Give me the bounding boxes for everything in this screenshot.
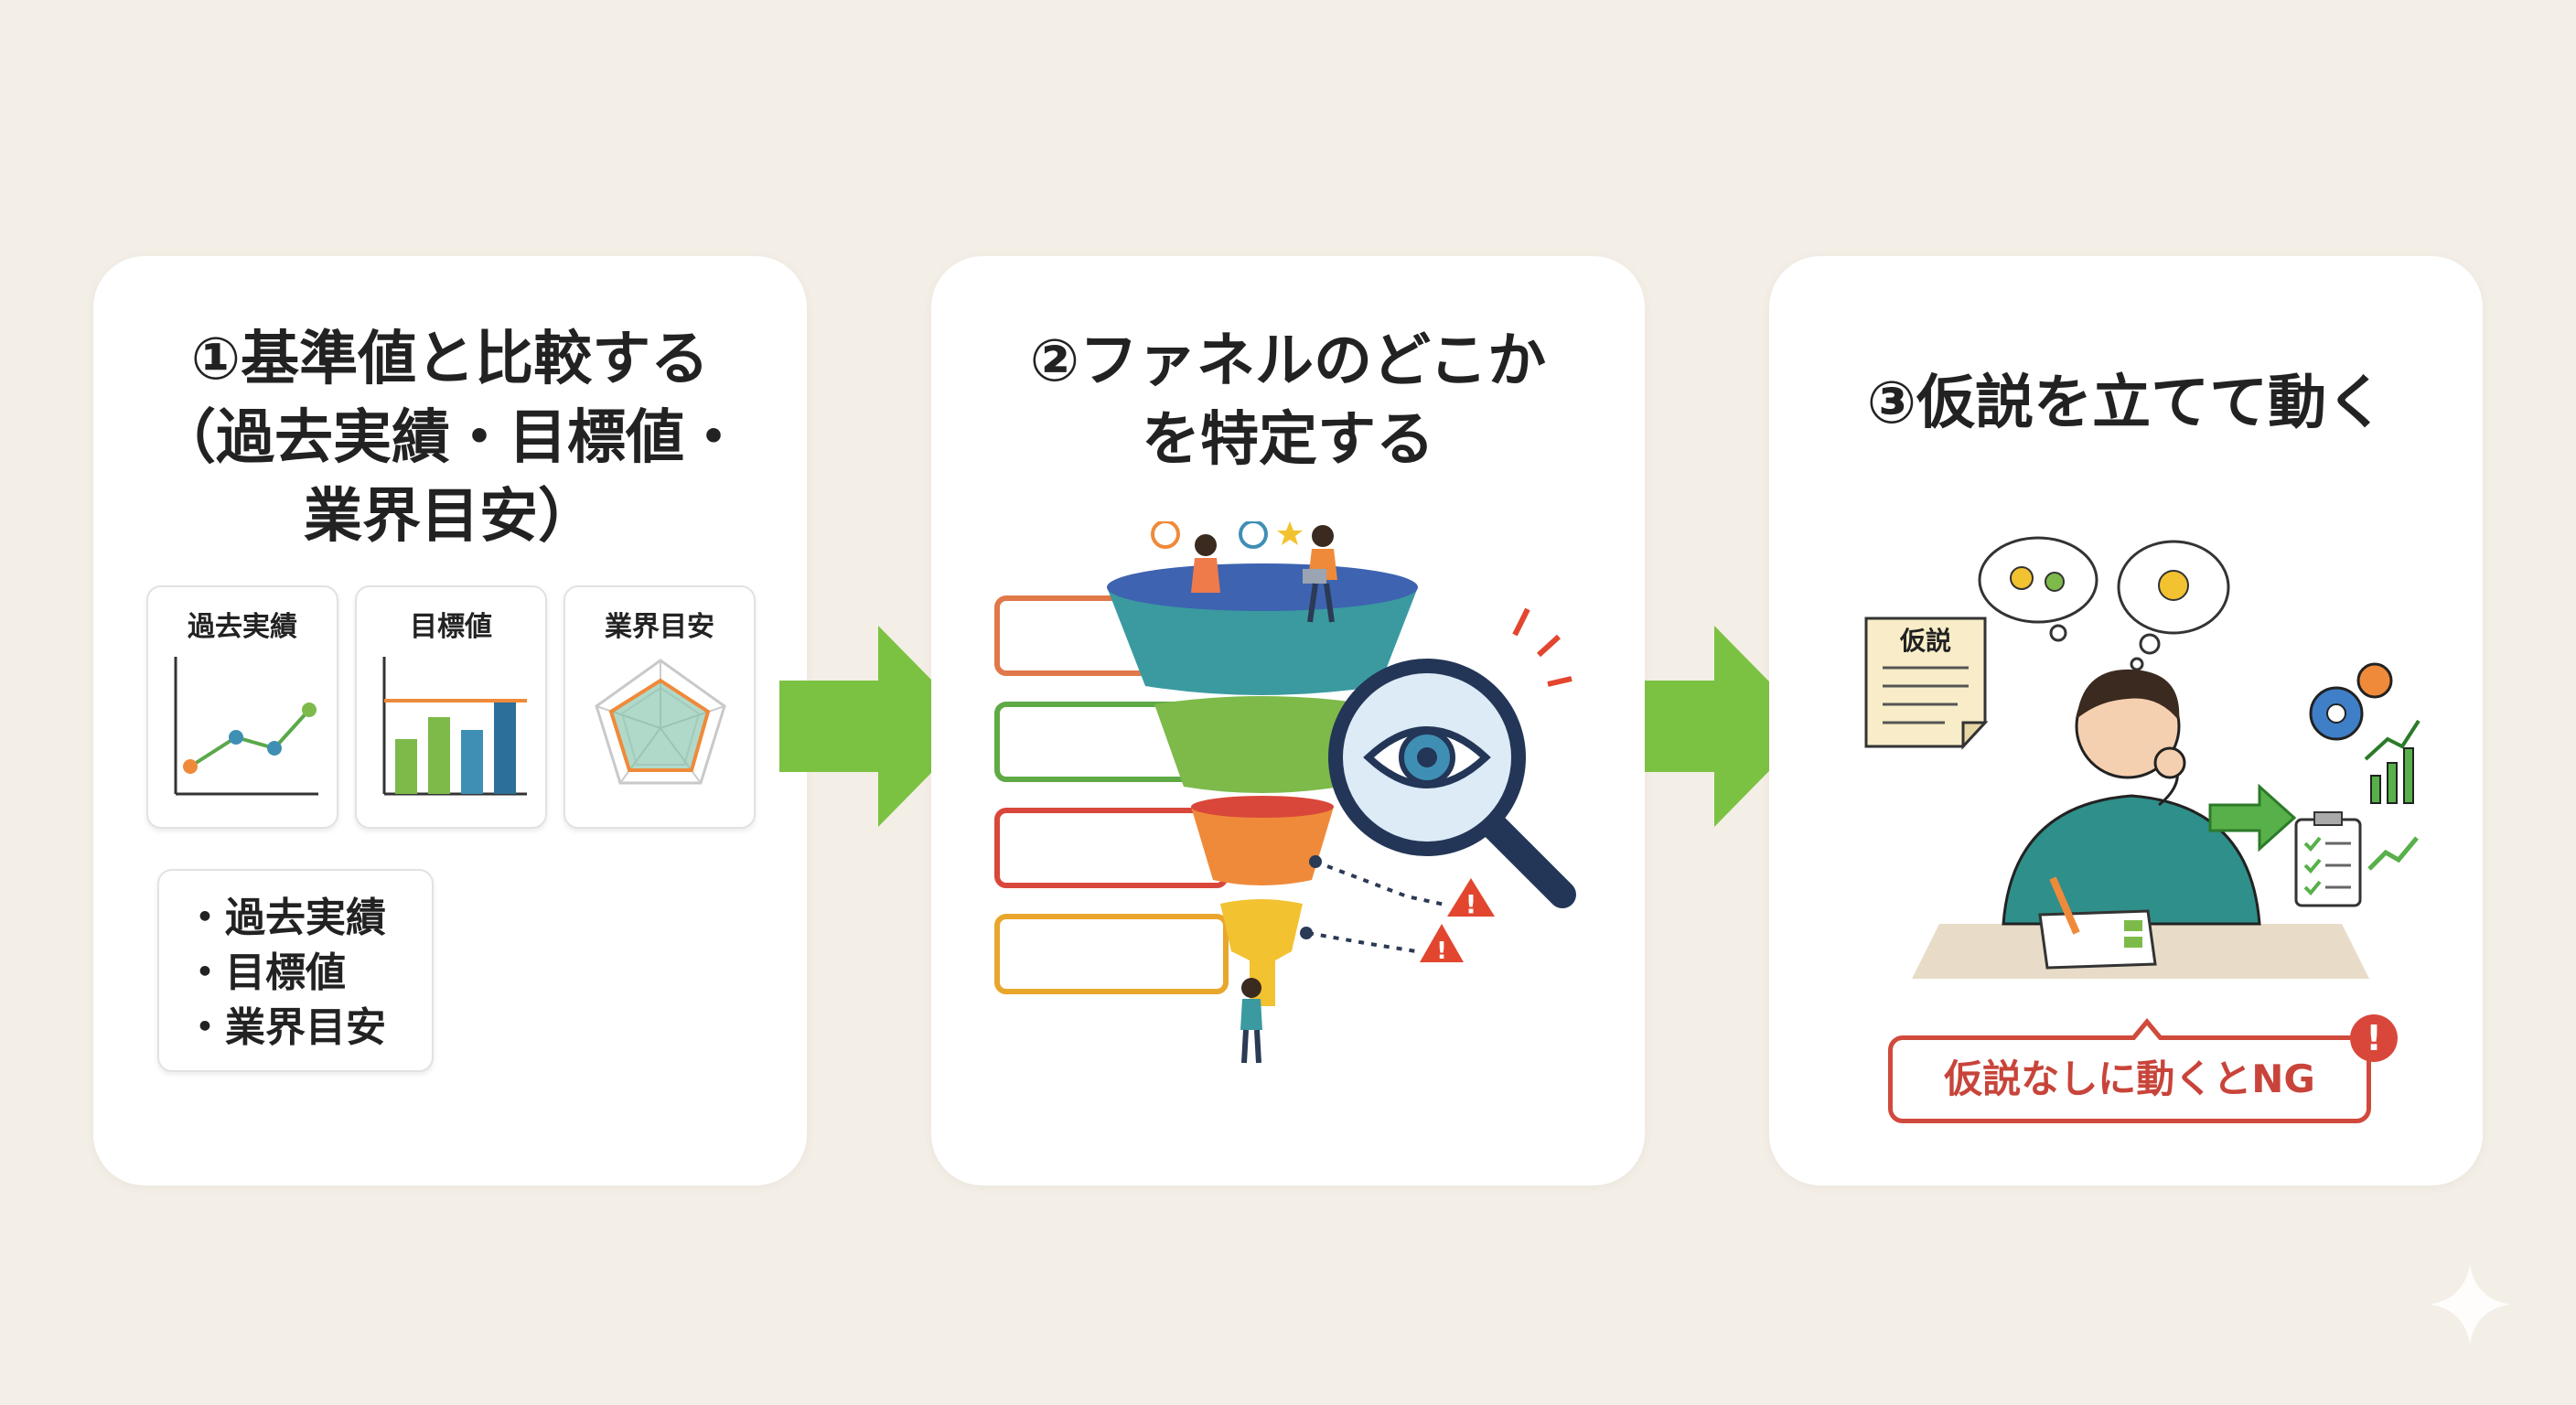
person-icon — [1241, 978, 1261, 998]
ng-warning-box: 仮説なしに動くとNG ! — [1888, 1014, 2398, 1123]
growth-chart-icon — [2370, 775, 2381, 804]
thinking-person-icon — [2002, 669, 2261, 926]
warning-icon — [1420, 924, 1464, 962]
next-arrow-icon — [779, 626, 977, 827]
list-item: ・目標値 — [185, 949, 346, 996]
target-panel: 目標値 — [355, 585, 547, 829]
document-label: 仮説 — [1899, 626, 1951, 656]
person-icon — [1312, 525, 1334, 547]
step1-title: ①基準値と比較する （過去実績・目標値・ 業界目安） — [93, 320, 807, 556]
ng-warning-text: 仮説なしに動くとNG — [1944, 1056, 2315, 1101]
thought-bubble-icon — [1978, 536, 2098, 624]
next-arrow-icon — [1615, 626, 1813, 827]
callout-tail-inner — [2133, 1025, 2161, 1042]
past-results-label: 過去実績 — [188, 611, 297, 643]
lightbulb-icon — [2158, 570, 2189, 601]
step1-card: ①基準値と比較する （過去実績・目標値・ 業界目安） 過去実績 目標値 業界目安 — [93, 256, 807, 1185]
list-item: ・業界目安 — [185, 1004, 386, 1051]
past-results-panel: 過去実績 — [146, 585, 338, 829]
list-item: ・過去実績 — [185, 895, 386, 941]
warning-icon — [1447, 878, 1495, 917]
alert-icon: ! — [2350, 1014, 2398, 1062]
step2-title-line: を特定する — [1142, 406, 1434, 474]
step3-title-line: ③仮説を立てて動く — [1866, 370, 2386, 437]
gear-icon — [1151, 521, 1180, 549]
hypothesis-document-icon: 仮説 — [1864, 617, 1989, 750]
step2-card: ②ファネルのどこか を特定する — [931, 256, 1645, 1185]
step1-title-line: 業界目安） — [304, 483, 596, 551]
trend-up-icon — [2367, 836, 2419, 871]
gear-icon — [2356, 662, 2393, 699]
benchmark-list: ・過去実績 ・目標値 ・業界目安 — [157, 869, 434, 1072]
industry-benchmark-panel: 業界目安 — [564, 585, 756, 829]
lightbulb-icon — [2010, 566, 2034, 590]
magnifier-handle — [1474, 806, 1576, 908]
step2-title: ②ファネルのどこか を特定する — [931, 322, 1645, 479]
target-label: 目標値 — [410, 611, 492, 643]
funnel-illustration: ! ! — [994, 521, 1576, 1064]
step1-title-line: （過去実績・目標値・ — [157, 404, 743, 472]
funnel-label-box — [994, 914, 1229, 994]
bar-chart-icon — [382, 657, 527, 796]
person-icon — [1195, 534, 1217, 556]
pencil-icon — [2049, 876, 2080, 935]
clipboard-icon — [2294, 818, 2362, 907]
radar-chart-icon — [595, 659, 726, 785]
step2-title-line: ②ファネルのどこか — [1029, 327, 1547, 395]
hypothesis-illustration: 仮説 — [1864, 536, 2420, 979]
action-arrow-icon — [2208, 783, 2297, 853]
step3-card: ③仮説を立てて動く 仮説 — [1769, 256, 2483, 1185]
funnel-label-box — [994, 808, 1229, 888]
industry-benchmark-label: 業界目安 — [605, 611, 714, 643]
step3-title: ③仮説を立てて動く — [1769, 364, 2483, 443]
step1-title-line: ①基準値と比較する — [190, 326, 710, 393]
svg-text:!: ! — [1465, 889, 1477, 919]
svg-text:!: ! — [1436, 938, 1447, 965]
line-chart-icon — [174, 657, 318, 796]
sparkle-icon — [2430, 1264, 2510, 1345]
chart-bubble-icon — [1239, 521, 1268, 549]
star-icon — [1277, 521, 1303, 545]
